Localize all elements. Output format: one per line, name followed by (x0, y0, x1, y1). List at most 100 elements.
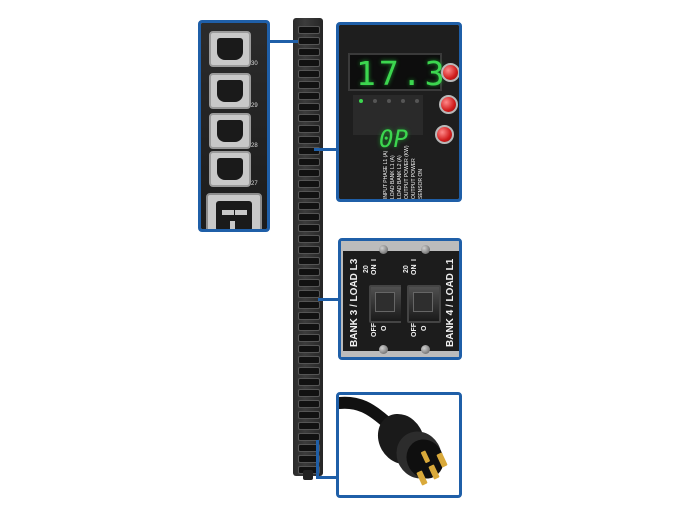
off-symbol: O (381, 325, 388, 331)
outlet-number: 28 (251, 143, 258, 149)
pdu-strip-outlet (298, 411, 320, 419)
connector-breakers (318, 298, 340, 301)
outlet-panel: 30 29 28 27 (198, 20, 270, 232)
connector-display (314, 148, 338, 151)
on-symbol: I (371, 259, 378, 261)
pdu-strip-outlet (298, 378, 320, 386)
connector-plug (316, 476, 340, 479)
pdu-strip-outlet (298, 257, 320, 265)
pdu-strip-outlet (298, 136, 320, 144)
pdu-strip-outlet (298, 334, 320, 342)
status-led (415, 99, 419, 103)
c13-outlet (209, 73, 251, 109)
pdu-strip-outlet (298, 367, 320, 375)
bank-4-label: BANK 4 / LOAD L1 (445, 258, 456, 347)
pdu-strip-outlet (298, 70, 320, 78)
status-line: OUTPUT POWER (411, 158, 417, 199)
pdu-strip-outlet (298, 224, 320, 232)
pdu-strip-outlet (298, 400, 320, 408)
status-led (373, 99, 377, 103)
breaker-bank-3: BANK 3 / LOAD L3 20 ON I OFF O (343, 251, 405, 351)
breaker-bank-4: 20 ON I OFF O BANK 4 / LOAD L1 (401, 251, 459, 351)
pdu-strip-outlet (298, 180, 320, 188)
pdu-strip-outlet (298, 389, 320, 397)
panel-screw (379, 345, 388, 354)
ammeter-reading: 17.3 (356, 54, 448, 93)
pdu-strip-outlet (298, 103, 320, 111)
pdu-strip-outlet (298, 246, 320, 254)
breaker-panel: BANK 3 / LOAD L3 20 ON I OFF O 20 ON I O… (338, 238, 462, 360)
pdu-strip-outlet (298, 191, 320, 199)
display-panel: 17.3 0P INPUT PHASE L1 (A) LOAD BANK L1 … (336, 22, 462, 202)
pdu-strip-outlet (298, 92, 320, 100)
indicator-led-row (353, 95, 423, 135)
status-led (387, 99, 391, 103)
c19-outlet (206, 193, 262, 229)
pdu-strip-outlet (298, 356, 320, 364)
plug-panel (336, 392, 462, 498)
connector-plug-vertical (316, 440, 319, 478)
mode-readout: 0P (379, 125, 408, 153)
mode-button[interactable] (435, 125, 454, 144)
pdu-strip-outlet (298, 290, 320, 298)
status-led (359, 99, 363, 103)
pdu-strip-outlet (298, 268, 320, 276)
c13-outlet (209, 151, 251, 187)
pdu-strip-outlet (298, 312, 320, 320)
off-symbol: O (421, 325, 428, 331)
pdu-strip-outlet (298, 279, 320, 287)
outlet-number: 27 (251, 181, 258, 187)
pdu-strip-outlet (298, 235, 320, 243)
breaker-toggle[interactable] (369, 285, 403, 323)
breaker-rating: 20 (403, 265, 410, 273)
up-button[interactable] (441, 63, 459, 82)
ammeter-screen: 17.3 (348, 53, 444, 93)
pdu-strip-outlet (298, 26, 320, 34)
status-led (401, 99, 405, 103)
pdu-strip-outlet (298, 345, 320, 353)
breaker-rating: 20 (363, 265, 370, 273)
on-symbol: I (411, 259, 418, 261)
status-line: INPUT PHASE L1 (A) (383, 150, 389, 199)
status-legend: INPUT PHASE L1 (A) LOAD BANK L1 (A) LOAD… (383, 145, 453, 199)
pdu-strip-outlet (298, 433, 320, 441)
pdu-strip-outlet (298, 169, 320, 177)
pdu-strip-outlet (298, 422, 320, 430)
status-line: OUTPUT POWER (KW) (404, 145, 410, 199)
pdu-strip-outlet (298, 444, 320, 452)
on-label: ON (371, 264, 378, 276)
select-button[interactable] (439, 95, 458, 114)
c13-outlet (209, 31, 251, 67)
status-line: LOAD BANK L1 (A) (390, 155, 396, 199)
twist-lock-plug-image (339, 396, 448, 486)
pdu-strip-outlet (298, 213, 320, 221)
off-label: OFF (411, 323, 418, 337)
pdu-strip-outlet (298, 59, 320, 67)
pdu-strip-outlet (298, 147, 320, 155)
bank-3-label: BANK 3 / LOAD L3 (349, 258, 360, 347)
pdu-strip-outlet (298, 301, 320, 309)
pdu-strip (293, 18, 323, 476)
pdu-strip-outlet (298, 48, 320, 56)
off-label: OFF (371, 323, 378, 337)
panel-screw (421, 245, 430, 254)
connector-outlets (268, 40, 298, 43)
pdu-strip-outlet (298, 455, 320, 463)
c13-outlet (209, 113, 251, 149)
outlet-number: 29 (251, 103, 258, 109)
pdu-strip-outlet (298, 158, 320, 166)
panel-screw (379, 245, 388, 254)
breaker-toggle[interactable] (407, 285, 441, 323)
panel-screw (421, 345, 430, 354)
pdu-strip-outlet (298, 323, 320, 331)
pdu-end-cap (303, 470, 313, 480)
status-line: LOAD BANK L2 (A) (397, 155, 403, 199)
on-label: ON (411, 264, 418, 276)
status-line: SENSOR ON (418, 168, 424, 199)
pdu-strip-outlet (298, 202, 320, 210)
outlet-number: 30 (251, 61, 258, 67)
pdu-strip-outlet (298, 125, 320, 133)
pdu-strip-outlet (298, 81, 320, 89)
pdu-strip-outlet (298, 37, 320, 45)
pdu-strip-outlet (298, 114, 320, 122)
